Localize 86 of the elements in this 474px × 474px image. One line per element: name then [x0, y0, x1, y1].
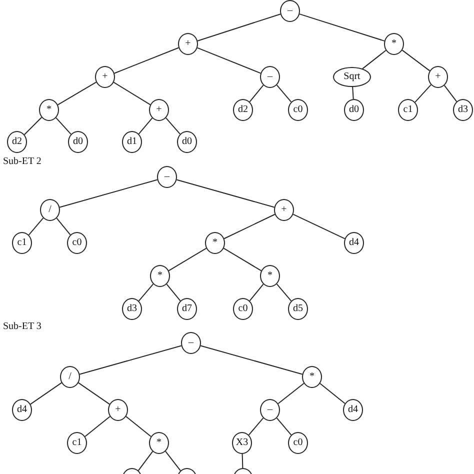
connector-line: [402, 50, 430, 72]
connector-line: [276, 418, 292, 436]
subtree-label: Sub-ET 3: [3, 321, 42, 332]
connector-line: [249, 84, 264, 102]
tree-node: –: [260, 66, 280, 88]
connector-line: [320, 383, 346, 404]
tree-node: X3: [232, 432, 252, 454]
tree-node: –: [260, 399, 280, 421]
connector-line: [299, 14, 385, 42]
tree-node: c0: [233, 298, 253, 320]
tree-node: c1: [398, 99, 418, 121]
tree-node: +: [178, 33, 198, 55]
tree-node: –: [280, 0, 300, 22]
tree-node: d2: [233, 99, 253, 121]
connector-line: [165, 450, 181, 472]
tree-node: d1: [122, 131, 142, 153]
connector-line: [352, 86, 354, 100]
connector-line: [223, 248, 262, 272]
tree-node: c0: [67, 232, 87, 254]
connector-line: [113, 82, 151, 106]
connector-line: [84, 416, 110, 437]
tree-node: *: [205, 232, 225, 254]
tree-node: /: [60, 366, 80, 388]
connector-line: [278, 382, 304, 404]
connector-line: [56, 218, 71, 236]
connector-line: [224, 214, 276, 240]
tree-node: d5: [288, 298, 308, 320]
tree-node: +: [274, 199, 294, 221]
connector-line: [248, 418, 264, 436]
tree-node: Sqrt: [333, 67, 371, 87]
connector-line: [362, 50, 386, 70]
connector-line: [444, 84, 458, 102]
connector-line: [242, 454, 244, 468]
tree-node: –: [157, 166, 177, 188]
connector-line: [28, 218, 44, 236]
tree-node: *: [39, 99, 59, 121]
connector-line: [414, 84, 432, 103]
connector-line: [126, 416, 152, 437]
tree-node: *: [384, 33, 404, 55]
tree-node: *: [149, 432, 169, 454]
connector-line: [168, 248, 207, 272]
connector-line: [24, 116, 42, 136]
connector-line: [197, 14, 281, 42]
tree-node: d3: [453, 99, 473, 121]
connector-line: [276, 284, 292, 302]
tree-node: d0: [68, 131, 88, 153]
connector-line: [138, 284, 154, 302]
tree-node: d3: [122, 298, 142, 320]
connector-line: [30, 382, 62, 405]
connector-line: [249, 284, 264, 302]
connector-line: [176, 179, 275, 208]
connector-line: [138, 450, 154, 472]
tree-node: d0: [344, 99, 364, 121]
connector-line: [166, 284, 181, 302]
connector-line: [78, 382, 110, 405]
tree-node: d7: [177, 298, 197, 320]
tree-node: d4: [343, 399, 363, 421]
connector-line: [138, 118, 153, 134]
connector-line: [276, 84, 292, 102]
tree-node: d2: [7, 131, 27, 153]
subtree-label: Sub-ET 2: [3, 156, 42, 167]
connector-line: [292, 214, 346, 240]
tree-node: +: [149, 99, 169, 121]
connector-line: [165, 117, 181, 135]
tree-node: +: [108, 399, 128, 421]
connector-line: [79, 345, 182, 375]
connector-line: [57, 82, 97, 106]
tree-node: c1: [12, 232, 32, 254]
tree-node: c0: [288, 99, 308, 121]
connector-line: [196, 47, 262, 74]
tree-node: /: [40, 199, 60, 221]
connector-line: [200, 345, 303, 375]
tree-node: *: [302, 366, 322, 388]
tree-node: c0: [288, 432, 308, 454]
tree-node: d4: [344, 232, 364, 254]
tree-node: d4: [12, 399, 32, 421]
tree-node: –: [181, 332, 201, 354]
tree-node: c1: [67, 432, 87, 454]
tree-node: *: [150, 265, 170, 287]
connector-line: [56, 117, 72, 135]
tree-node: +: [95, 66, 115, 88]
tree-node: *: [260, 265, 280, 287]
connector-line: [114, 47, 180, 74]
tree-node: d0: [177, 131, 197, 153]
connector-line: [59, 179, 158, 208]
tree-node: +: [428, 66, 448, 88]
